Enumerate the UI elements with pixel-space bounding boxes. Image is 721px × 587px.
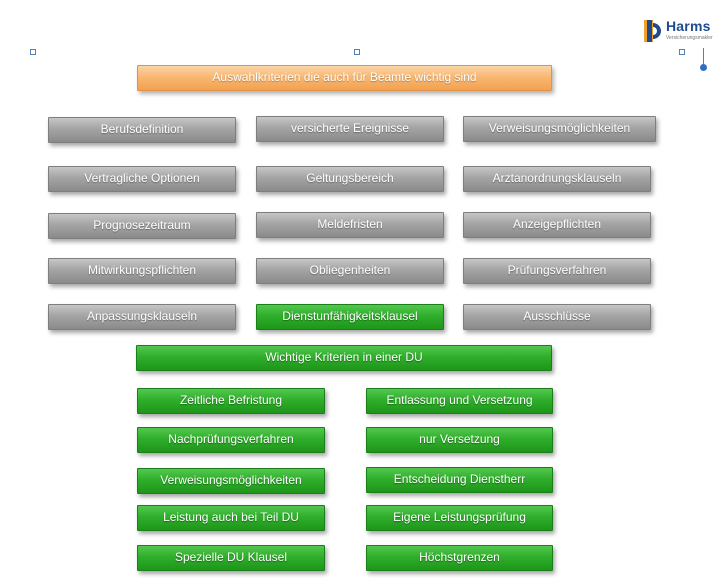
criteria-box[interactable]: Vertragliche Optionen (48, 166, 236, 192)
du-header-box[interactable]: Wichtige Kriterien in einer DU (136, 345, 552, 371)
du-criteria-label: Höchstgrenzen (419, 550, 500, 565)
rotation-handle-line (703, 48, 704, 66)
criteria-label: Anpassungsklauseln (86, 309, 198, 324)
du-criteria-box[interactable]: Höchstgrenzen (366, 545, 553, 571)
logo-tagline: Versicherungsmakler (666, 35, 713, 41)
criteria-label: Prüfungsverfahren (507, 263, 607, 278)
du-criteria-label: Entscheidung Dienstherr (393, 472, 526, 487)
logo-mark-icon (644, 20, 661, 42)
du-criteria-label: Nachprüfungsverfahren (168, 432, 294, 447)
logo-name: Harms (666, 18, 711, 34)
du-criteria-box[interactable]: Leistung auch bei Teil DU (137, 505, 325, 531)
criteria-label: Berufsdefinition (100, 122, 184, 137)
du-criteria-label: Zeitliche Befristung (179, 393, 283, 408)
du-criteria-box[interactable]: Nachprüfungsverfahren (137, 427, 325, 453)
criteria-box[interactable]: Anzeigepflichten (463, 212, 651, 238)
du-criteria-box[interactable]: Spezielle DU Klausel (137, 545, 325, 571)
criteria-box[interactable]: Anpassungsklauseln (48, 304, 236, 330)
du-criteria-box[interactable]: Zeitliche Befristung (137, 388, 325, 414)
criteria-label: Mitwirkungspflichten (87, 263, 197, 278)
criteria-label: Anzeigepflichten (512, 217, 602, 232)
criteria-label: versicherte Ereignisse (290, 121, 410, 136)
criteria-box[interactable]: Berufsdefinition (48, 117, 236, 143)
criteria-label: Vertragliche Optionen (84, 171, 200, 186)
header-box[interactable]: Auswahlkriterien die auch für Beamte wic… (137, 65, 552, 91)
du-criteria-box[interactable]: Eigene Leistungsprüfung (366, 505, 553, 531)
harms-logo: Harms Versicherungsmakler (644, 18, 716, 46)
du-criteria-label: Verweisungsmöglichkeiten (160, 473, 302, 488)
criteria-label: Arztanordnungsklauseln (492, 171, 622, 186)
criteria-label: Meldefristen (317, 217, 383, 232)
selection-handle[interactable] (30, 49, 36, 55)
criteria-label: Geltungsbereich (306, 171, 394, 186)
du-criteria-label: Spezielle DU Klausel (174, 550, 288, 565)
du-criteria-label: Eigene Leistungsprüfung (393, 510, 526, 525)
du-criteria-box[interactable]: Verweisungsmöglichkeiten (137, 468, 325, 494)
criteria-box[interactable]: Geltungsbereich (256, 166, 444, 192)
du-criteria-box[interactable]: nur Versetzung (366, 427, 553, 453)
criteria-box[interactable]: versicherte Ereignisse (256, 116, 444, 142)
criteria-box-highlighted[interactable]: Dienstunfähigkeitsklausel (256, 304, 444, 330)
criteria-label: Verweisungsmöglichkeiten (488, 121, 631, 136)
criteria-label: Prognosezeitraum (93, 218, 191, 233)
header-label: Auswahlkriterien die auch für Beamte wic… (212, 70, 477, 85)
du-criteria-box[interactable]: Entscheidung Dienstherr (366, 467, 553, 493)
criteria-box[interactable]: Obliegenheiten (256, 258, 444, 284)
du-criteria-box[interactable]: Entlassung und Versetzung (366, 388, 553, 414)
criteria-label: Obliegenheiten (309, 263, 391, 278)
criteria-box[interactable]: Prognosezeitraum (48, 213, 236, 239)
du-criteria-label: nur Versetzung (419, 432, 500, 447)
criteria-label: Dienstunfähigkeitsklausel (282, 309, 418, 324)
selection-handle[interactable] (354, 49, 360, 55)
du-criteria-label: Leistung auch bei Teil DU (163, 510, 299, 525)
rotation-handle[interactable] (700, 64, 707, 71)
du-header-label: Wichtige Kriterien in einer DU (265, 350, 423, 365)
criteria-label: Ausschlüsse (523, 309, 591, 324)
criteria-box[interactable]: Arztanordnungsklauseln (463, 166, 651, 192)
selection-handle[interactable] (679, 49, 685, 55)
criteria-box[interactable]: Meldefristen (256, 212, 444, 238)
du-criteria-label: Entlassung und Versetzung (386, 393, 533, 408)
criteria-box[interactable]: Mitwirkungspflichten (48, 258, 236, 284)
criteria-box[interactable]: Ausschlüsse (463, 304, 651, 330)
criteria-box[interactable]: Prüfungsverfahren (463, 258, 651, 284)
criteria-box[interactable]: Verweisungsmöglichkeiten (463, 116, 656, 142)
